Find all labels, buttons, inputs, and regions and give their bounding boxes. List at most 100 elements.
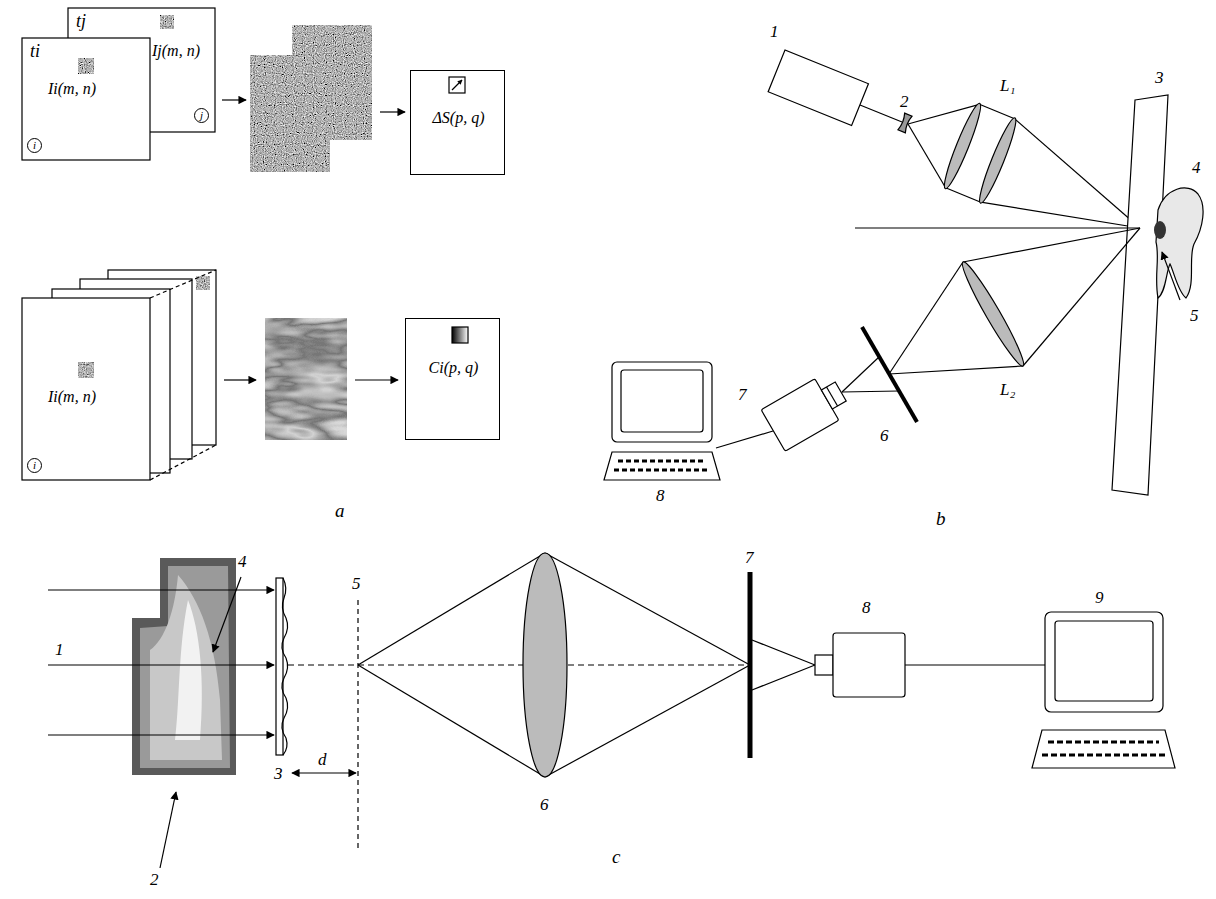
camera-lens-ring [827,387,838,406]
camera [761,371,853,452]
laser-body [768,50,868,125]
callout-number: 6 [540,795,549,815]
ray [889,366,1023,374]
keyboard-keys [1042,754,1165,757]
diffuser-screen [748,572,753,758]
illuminated-spot [1154,221,1166,239]
callout-number: 8 [862,598,871,618]
correlation-image [265,318,347,440]
monitor-screen [621,370,703,432]
keyboard-keys [1048,741,1159,744]
ray [842,357,879,392]
panel-c-art [48,553,1175,868]
cable [905,664,1045,665]
ray [752,640,815,665]
panel-b-art [604,50,1203,495]
distance-arrow [292,772,356,773]
callout-number: L₁ [1000,76,1015,96]
gradient-square [452,327,468,343]
lens [940,101,986,191]
callout-number: L₂ [1000,380,1015,400]
frame-outline [22,298,150,480]
pointer-arrow [160,792,176,868]
light-arrow [48,734,274,735]
callout-number: 1 [770,22,779,42]
callout-number: 7 [745,548,754,568]
math-label: Ii(m, n) [48,80,96,98]
callout-number: 3 [1155,68,1164,88]
math-label: ΔS(p, q) [432,109,484,127]
tooth-layer [150,575,222,760]
tooth-layer [140,566,230,768]
result-box: ΔS(p, q) [410,70,505,175]
lens [957,259,1029,370]
image-frame: Ii(m, n) i [22,298,150,480]
optical-axis [288,664,750,665]
frame-outline [22,38,150,160]
lens [975,116,1021,206]
ray [1023,228,1140,366]
callout-number: 3 [274,764,283,784]
callout-number: 9 [1095,588,1104,608]
result-box: Ci(p, q) [405,318,500,440]
window-square [160,15,174,29]
frame-index: i [27,458,42,473]
computer [604,362,720,480]
flow-arrow [380,111,405,112]
keyboard-keys [614,469,710,472]
normal-line [855,227,1140,228]
math-label: Ii(m, n) [48,388,96,406]
monitor [1045,612,1163,712]
callout-number: 4 [238,552,247,572]
panel-letter: a [335,500,345,522]
camera-body [833,633,905,697]
ray [358,553,545,665]
tooth-pulp [175,600,202,740]
callout-number: 1 [55,640,64,660]
ray [979,104,1014,119]
callout-number: 5 [1190,306,1199,326]
ray [889,262,963,374]
stack-edge [150,270,216,298]
flow-arrow [222,99,246,100]
ray [358,665,545,777]
stack-edge [150,445,216,480]
tooth [1156,188,1203,298]
light-arrow [48,664,274,665]
callout-number: 6 [880,426,889,446]
cable [716,431,773,448]
panel-letter: b [936,508,946,530]
vector-square [449,77,465,93]
callout-number: 2 [150,870,159,890]
ray [1015,119,1140,228]
pointer-arrow [213,577,241,652]
ray [545,665,750,777]
speckle-image [250,55,330,172]
math-label: Ij(m, n) [152,42,200,60]
camera-lens [821,382,846,409]
ray [908,124,946,188]
rough-edge [282,578,288,755]
observation-plane [357,600,358,850]
callout-number: d [318,750,327,770]
callout-number: 7 [738,385,747,405]
keyboard [604,452,720,480]
image-frame: tiIi(m, n)i [22,38,150,160]
panel-a-art [22,8,468,480]
computer [1032,612,1175,768]
flow-arrow [224,379,256,380]
callout-number: 2 [900,92,909,112]
keyboard-keys [618,460,706,463]
light-arrow [48,589,274,590]
ray [752,665,815,690]
callout-number: 5 [352,574,361,594]
monitor-screen [1055,621,1153,701]
ray [842,391,899,392]
window-square [78,58,94,74]
vector-arrow [452,80,462,90]
pointer-arrow [1162,252,1180,300]
callout-number: 8 [656,486,665,506]
flow-arrow [355,379,398,380]
keyboard [1032,730,1175,768]
